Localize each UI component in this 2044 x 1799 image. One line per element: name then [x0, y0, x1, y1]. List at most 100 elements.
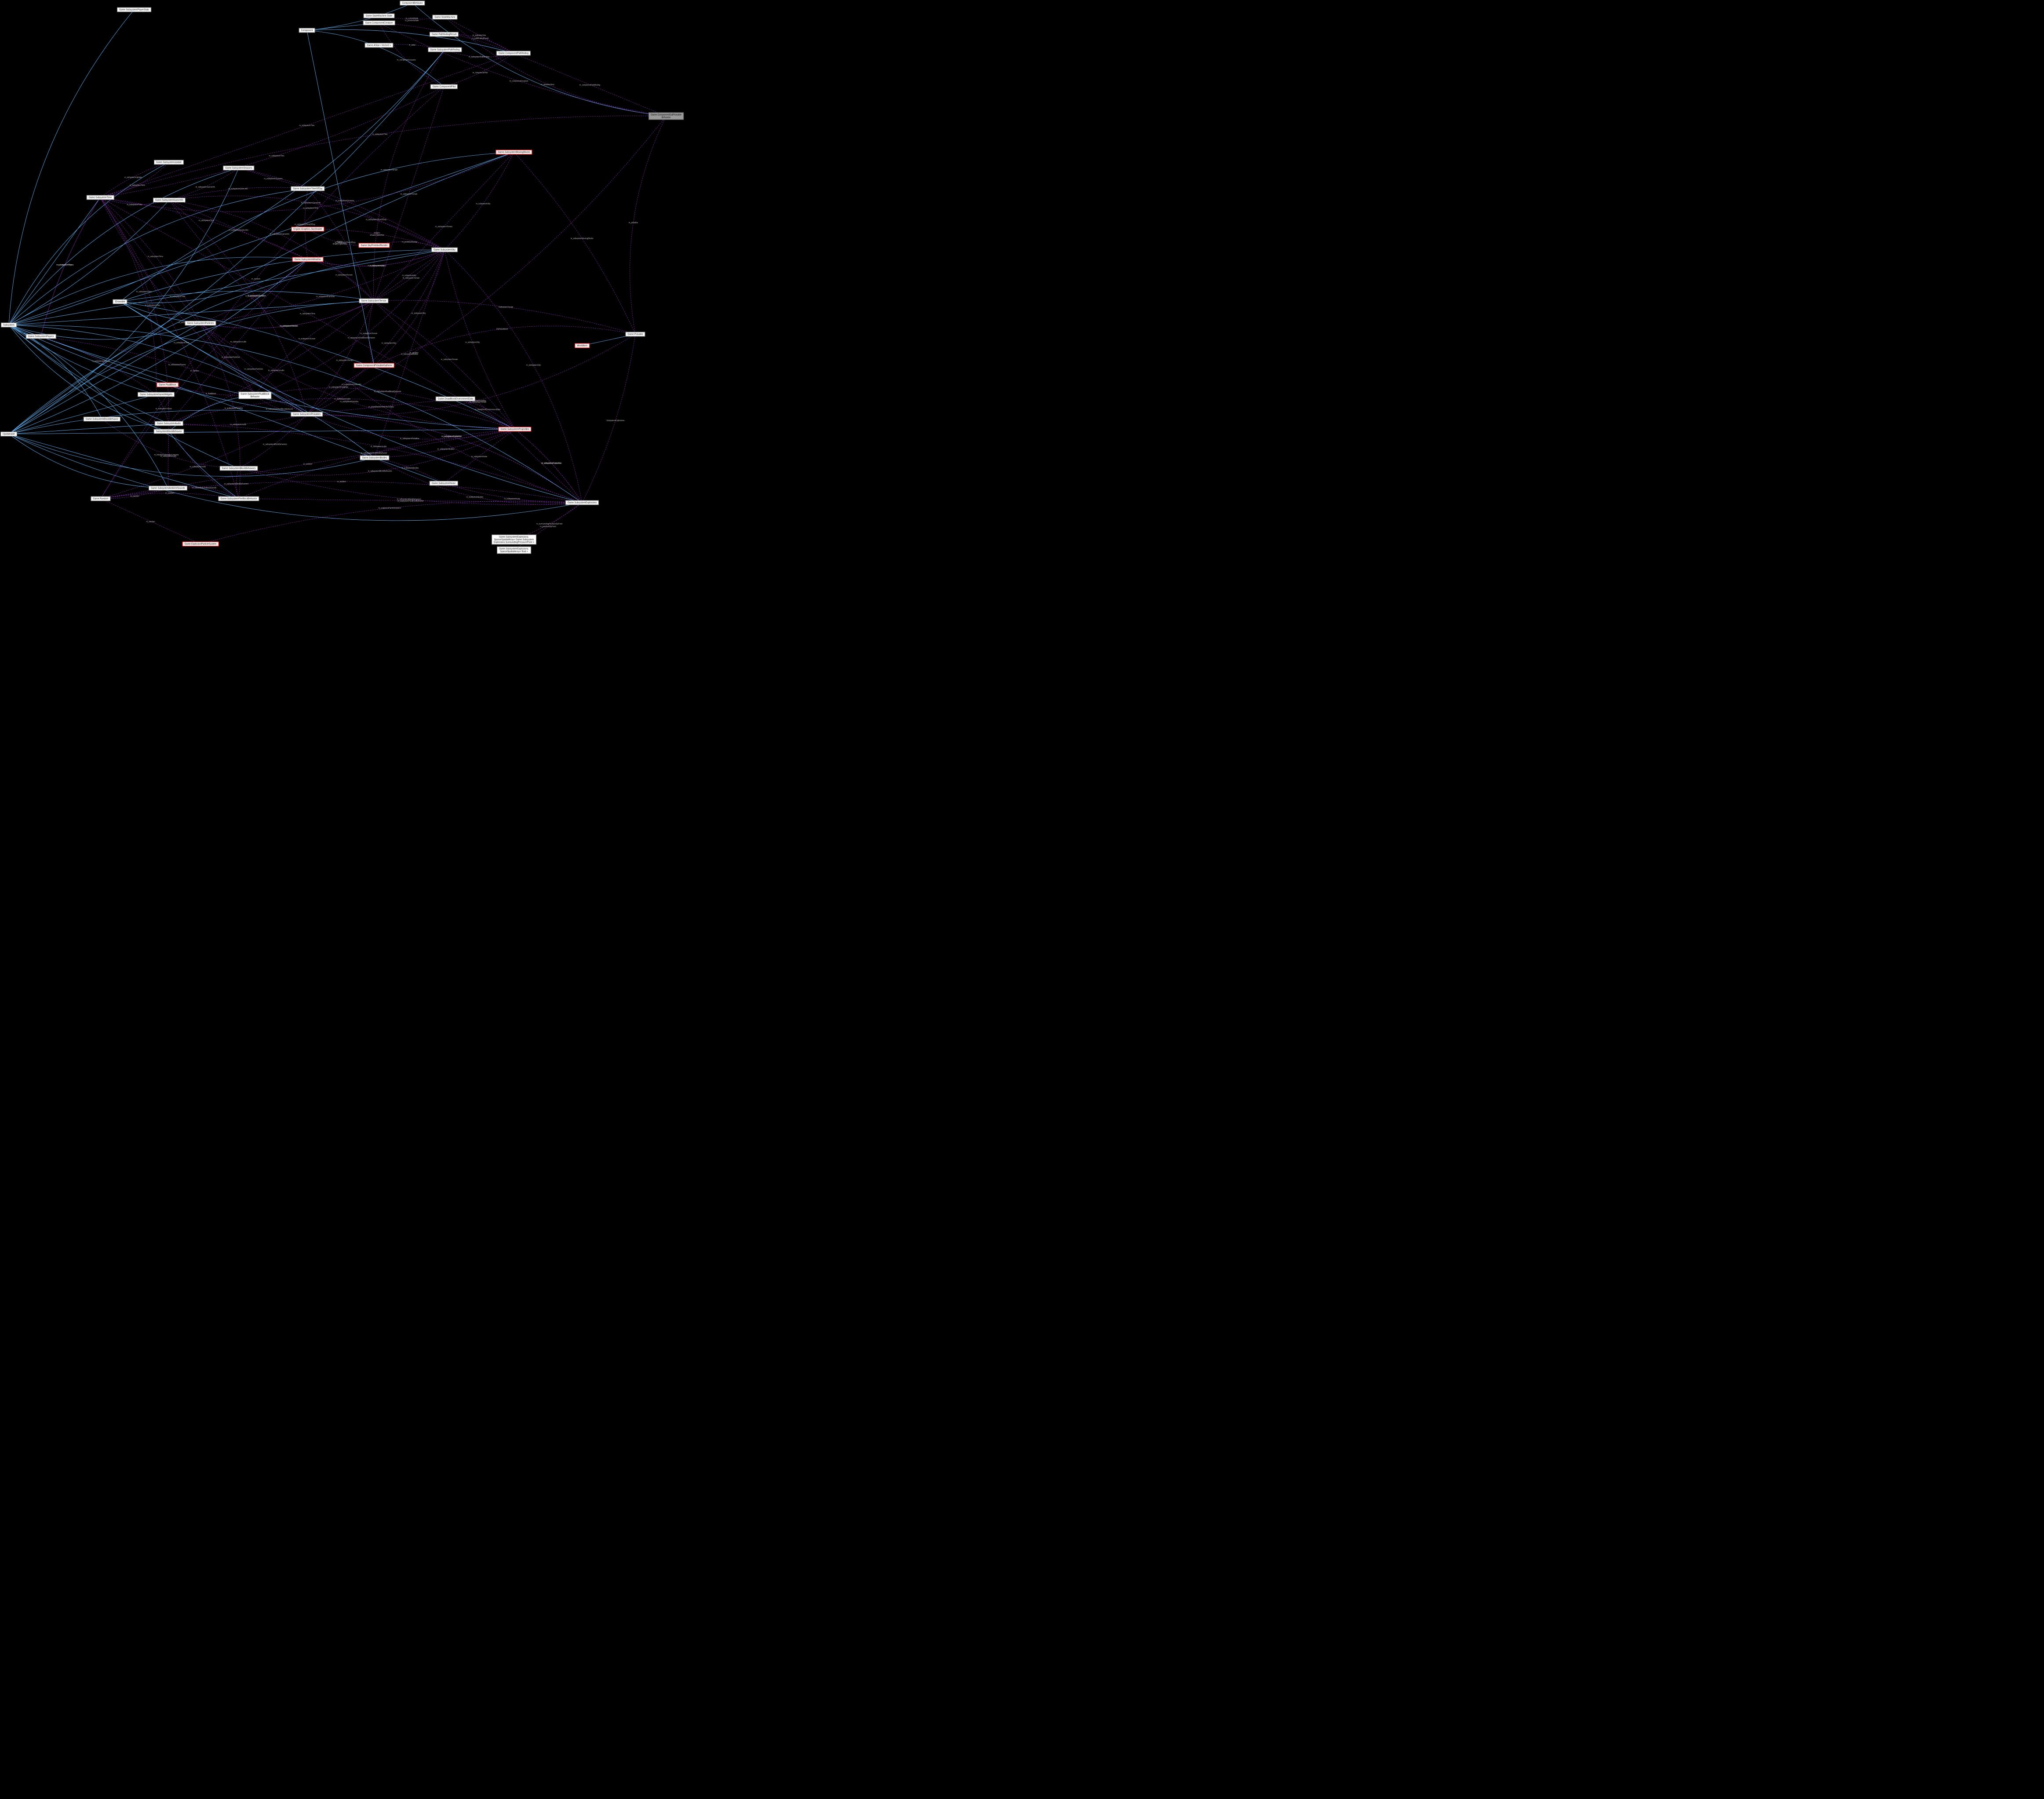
- usage-edge: [238, 414, 307, 469]
- class-node-statestate[interactable]: Game.StateMachine.State: [363, 13, 395, 18]
- usage-edge: [168, 398, 515, 430]
- edge-label: m_subsystemExplosions: [541, 462, 562, 464]
- class-node-gameinfo[interactable]: Game.SubsystemGameInfo: [153, 197, 186, 203]
- usage-edge: [444, 249, 583, 503]
- class-node-comppilot[interactable]: Game.ComponentPilot: [430, 84, 458, 89]
- edge-label: m_subsystemTime: [136, 290, 152, 293]
- edge-label: m_subsystemTime: [129, 184, 145, 186]
- class-node-terrain[interactable]: Game.SubsystemTerrain: [359, 298, 389, 303]
- inheritance-edge: [120, 301, 307, 415]
- class-node-worlditem[interactable]: WorldItem: [575, 343, 590, 348]
- class-node-fluidbeh[interactable]: Game.SubsystemFluidBlock Behavior: [238, 391, 272, 399]
- class-node-sky[interactable]: Game.SubsystemSky: [431, 247, 458, 252]
- edge-label: m_subsystemTerrain: [380, 168, 398, 171]
- edge-label: m_subsystemBlockBehaviors: [263, 443, 287, 445]
- edge-label: m_subsystemTimeOfDay: [335, 241, 356, 243]
- class-node-iupdateable[interactable]: IUpdateable: [0, 431, 17, 437]
- class-node-fluidblock[interactable]: Game.FluidBlock: [157, 382, 179, 387]
- class-node-eat[interactable]: Game.ComponentEatPickable Behavior: [649, 112, 684, 120]
- edge-label: m_random: [146, 520, 155, 522]
- edge-label: m_subsystemAudio: [230, 423, 247, 426]
- usage-edge: [306, 413, 583, 503]
- class-node-particles[interactable]: Game.SubsystemParticles: [185, 321, 216, 326]
- class-node-pathresult[interactable]: Game.PathfindingResult: [429, 32, 459, 37]
- class-node-weather[interactable]: Game.SubsystemWeather: [292, 257, 324, 262]
- inheritance-edge: [8, 152, 514, 325]
- class-node-ssa_pressurepoint[interactable]: Game.SubsystemExplosions. SparseSpatialA…: [492, 534, 536, 545]
- usage-edge: [167, 384, 255, 396]
- class-node-idrawable[interactable]: IDrawable: [113, 299, 128, 304]
- usage-edge: [102, 419, 239, 469]
- class-node-statemachine[interactable]: Game.StateMachine: [432, 15, 458, 20]
- usage-edge: [40, 197, 101, 337]
- edge-label: m_pressureByPoint: [540, 525, 556, 528]
- usage-edge: [100, 162, 169, 198]
- class-node-ssa_float[interactable]: Game.SubsystemExplosions. SparseSpatialA…: [497, 546, 531, 554]
- inheritance-edge: [8, 325, 239, 469]
- usage-edge: [443, 429, 515, 484]
- usage-edge: [255, 249, 445, 396]
- class-node-blockbehaviors[interactable]: Game.SubsystemBlockBehaviors: [219, 466, 258, 471]
- class-node-subpathfinding[interactable]: Game.SubsystemPathfinding: [428, 47, 462, 52]
- class-node-explparticle[interactable]: Game.ExplosionParticleSystem: [182, 541, 219, 547]
- class-node-audio[interactable]: Game.SubsystemAudio: [154, 421, 183, 426]
- edge-label: m_subsystemPathfinding: [468, 55, 489, 58]
- class-node-movingblocks[interactable]: Game.SubsystemMovingBlocks: [496, 150, 532, 155]
- class-node-compbeh[interactable]: ComponentBehavior: [400, 0, 425, 6]
- edge-label: m_subsystemGameInfo: [228, 187, 248, 190]
- class-node-drawenv[interactable]: Game.DrawBlockEnvironmentData: [435, 396, 476, 401]
- inheritance-edge: [8, 423, 169, 435]
- edge-label: m_subsystemParticles: [316, 295, 335, 298]
- edge-label: m_drawBlockEnvironmentData: [475, 408, 500, 411]
- class-node-astar[interactable]: Game.AStar< Vector3 >: [364, 43, 393, 48]
- edge-label: FlyToGatherer: [496, 328, 508, 330]
- class-node-noise[interactable]: Game.SubsystemNoise: [429, 481, 458, 486]
- class-node-pickables[interactable]: Game.SubsystemPickables: [291, 412, 323, 417]
- edge-label: m_random: [251, 277, 261, 280]
- class-node-random[interactable]: Game.Random: [91, 496, 111, 501]
- class-node-seasons[interactable]: Game.SubsystemSeasons: [223, 165, 255, 171]
- class-node-compcreature[interactable]: Game.ComponentCreature: [363, 20, 395, 26]
- usage-edge: [306, 334, 636, 416]
- class-node-explosions[interactable]: Game.SubsystemExplosions: [565, 500, 599, 505]
- class-node-ambient[interactable]: Game.SubsystemAmbientSounds: [149, 485, 187, 491]
- edge-label: m_subsystemParticles: [244, 368, 263, 370]
- class-node-playerstats[interactable]: Game.SubsystemPlayerStats: [117, 7, 151, 12]
- class-node-time[interactable]: Game.SubsystemTime: [86, 195, 114, 200]
- class-node-skyshader[interactable]: Engine.Graphics.SkyShader: [291, 226, 324, 232]
- usage-edge: [514, 429, 583, 503]
- edge-label: m_subsystemFireBlockBehavior: [397, 500, 424, 502]
- class-node-update[interactable]: Game.SubsystemUpdate: [154, 160, 184, 165]
- class-node-projectiles[interactable]: Game.SubsystemProjectiles: [498, 427, 532, 432]
- class-node-bodies[interactable]: Game.SubsystemBodies: [360, 455, 390, 460]
- usage-edge: [368, 300, 375, 366]
- edge-label: m_componentCreature: [509, 80, 528, 82]
- usage-edge: [374, 429, 515, 459]
- class-node-blockbehavior[interactable]: Game.SubsystemBlockBehavior: [83, 416, 121, 422]
- class-node-timeofday[interactable]: Game.SubsystemTimeOfDay: [291, 186, 325, 191]
- inheritance-edge: [8, 197, 101, 325]
- usage-edge: [379, 22, 667, 117]
- class-node-players[interactable]: Game.SubsystemPlayers: [26, 334, 56, 339]
- class-node-fireblock[interactable]: Game.SubsystemFireBlockBehavior: [218, 496, 259, 501]
- class-node-sbb[interactable]: SubsystemBlockBehavior: [153, 429, 184, 434]
- inheritance-edge: [306, 29, 514, 54]
- class-node-comppathfinding[interactable]: Game.ComponentPathfinding: [496, 51, 531, 56]
- usage-edge: [200, 259, 308, 324]
- class-node-gatherer[interactable]: Game.ComponentPickableGatherer: [353, 363, 395, 368]
- edge-label: m_subsystemAudio: [370, 445, 387, 448]
- edge-label: m_subsystemBodies: [401, 467, 419, 469]
- inheritance-edge: [8, 394, 157, 434]
- class-node-skyprim[interactable]: Game.SkyPrimitiveRender: [358, 243, 390, 248]
- usage-edge: [306, 414, 515, 440]
- class-node-component[interactable]: Component: [299, 28, 315, 33]
- edge-label: m_subsystemSky: [526, 364, 541, 366]
- class-node-pickable[interactable]: Game.Pickable: [625, 332, 645, 337]
- class-node-subsystem[interactable]: Subsystem: [1, 322, 17, 328]
- inheritance-edge: [8, 410, 307, 434]
- edge-layer: [8, 3, 667, 551]
- usage-edge: [307, 188, 445, 250]
- edge-label: m_subsystemParticles: [280, 325, 299, 327]
- class-node-gamewidgets[interactable]: Game.SubsystemGameWidgets: [137, 392, 175, 397]
